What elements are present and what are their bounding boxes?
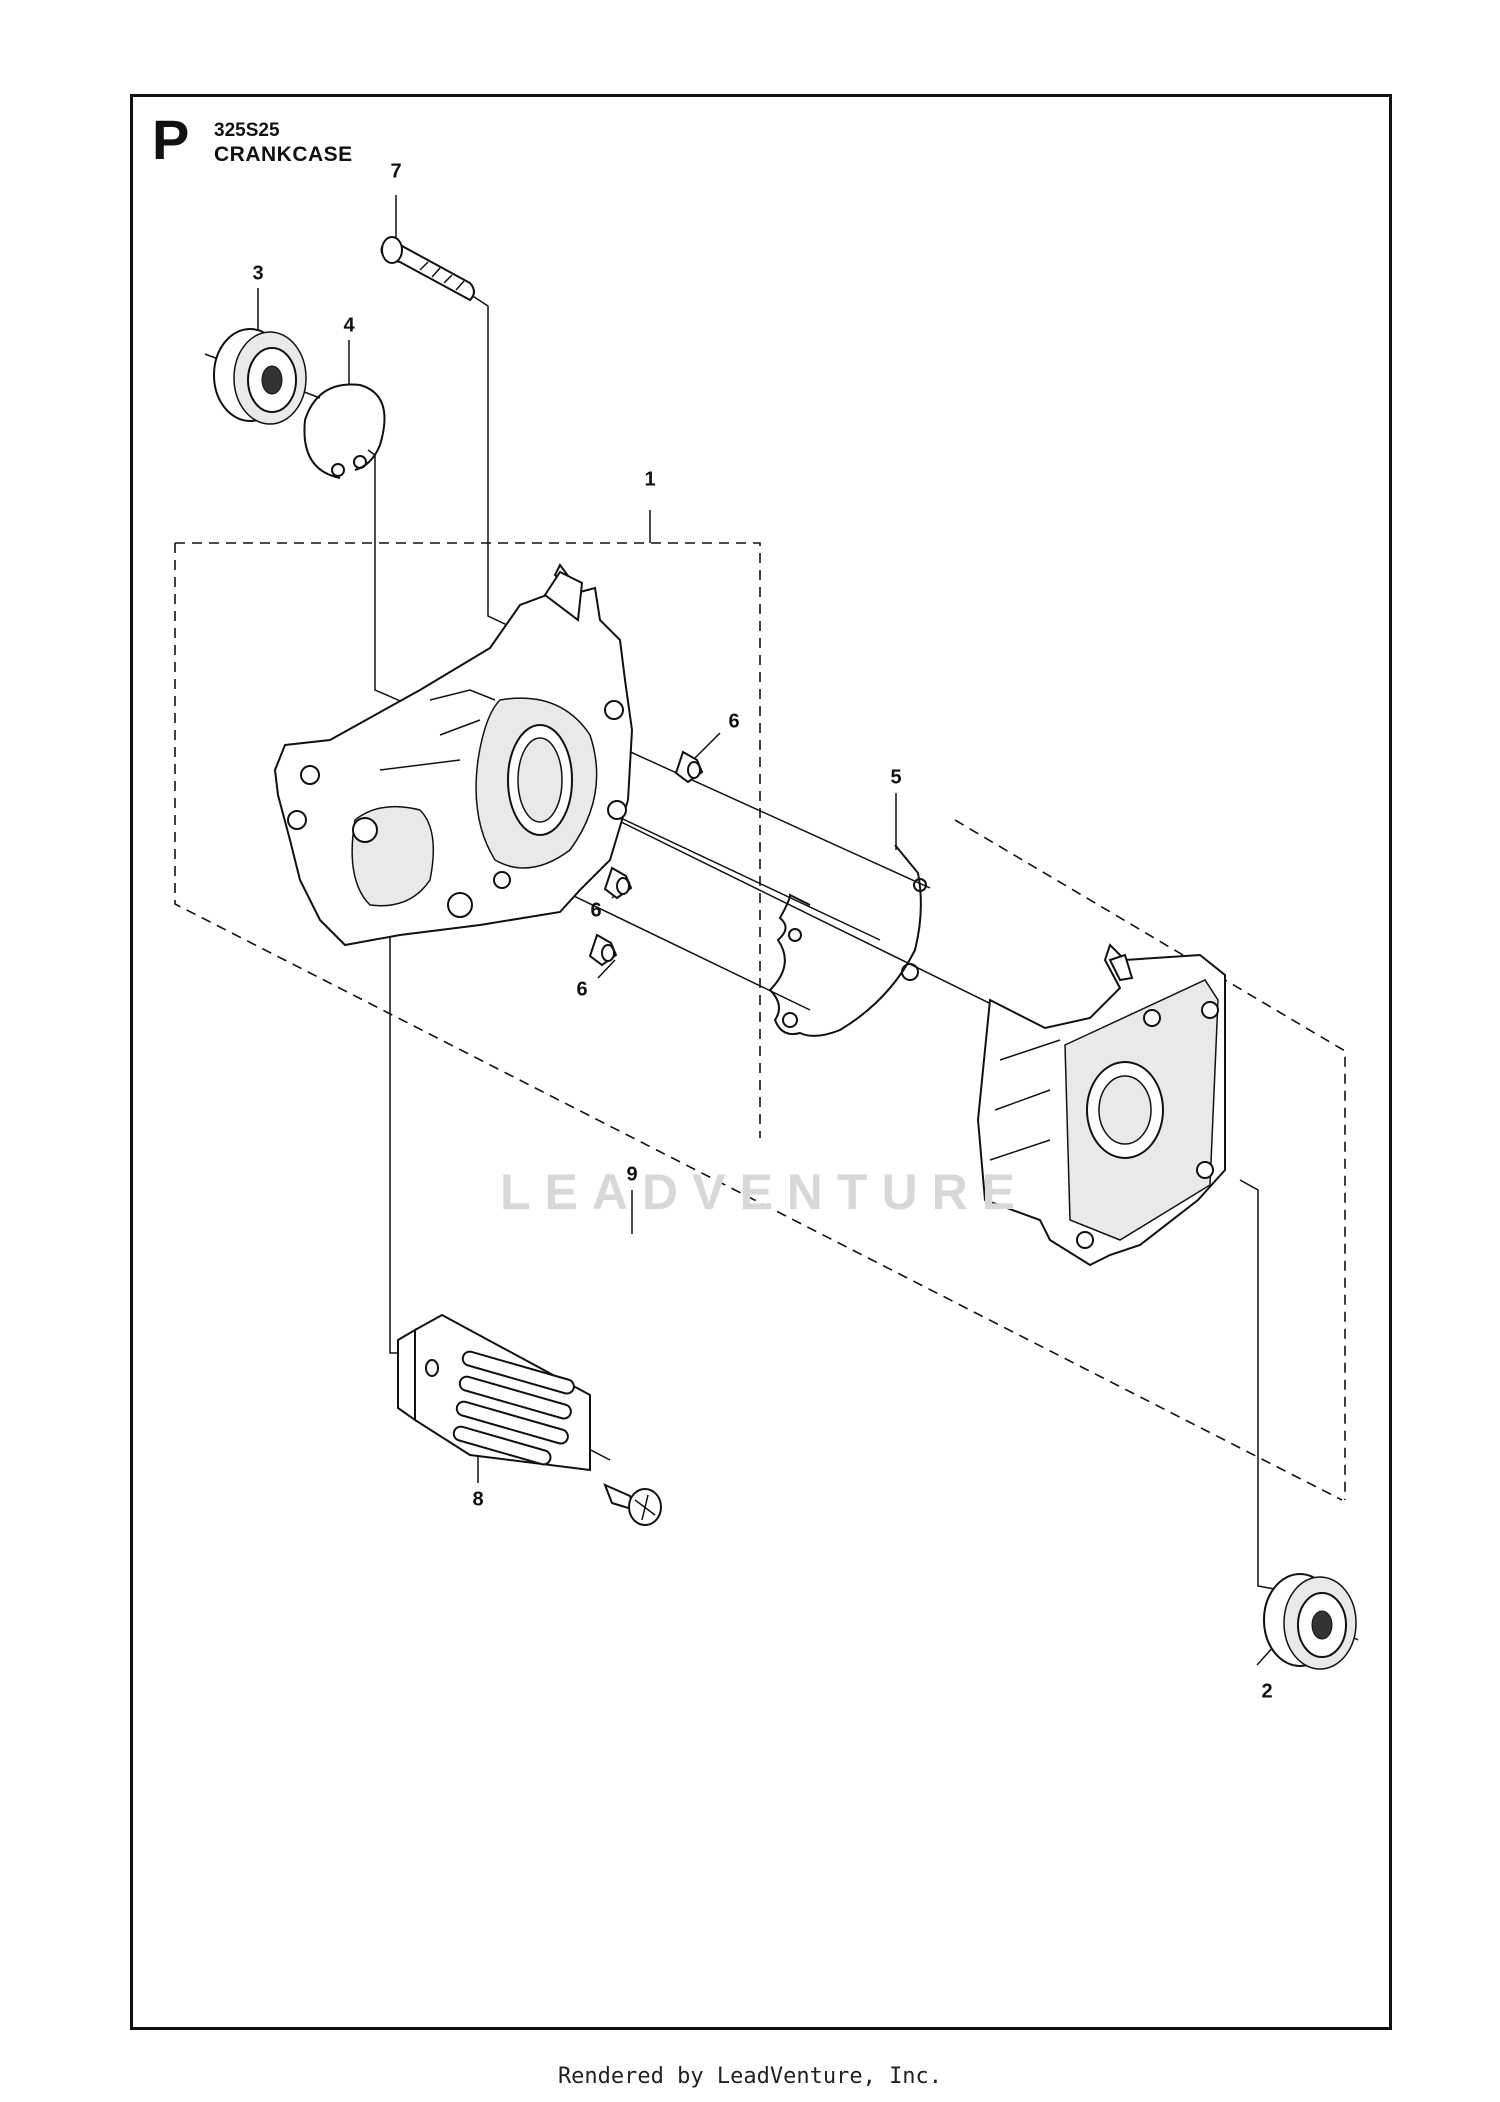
callout-6-bottom[interactable]: 6	[576, 978, 588, 1001]
screw-9-part	[603, 1483, 662, 1526]
callout-7[interactable]: 7	[390, 160, 402, 183]
callout-2[interactable]: 2	[1261, 1680, 1273, 1703]
seal-2-part	[1263, 1573, 1357, 1670]
leader-ring-4	[367, 449, 431, 715]
footer-credit: Rendered by LeadVenture, Inc.	[557, 2064, 943, 2089]
callout-8[interactable]: 8	[472, 1488, 484, 1511]
callout-4[interactable]: 4	[343, 314, 355, 337]
callout-5[interactable]: 5	[890, 766, 902, 789]
heat-shield-8-part	[397, 1313, 591, 1472]
assembly-boundary-right	[954, 819, 1346, 1500]
model-number: 325S25	[214, 120, 280, 141]
callout-6-top[interactable]: 6	[728, 710, 740, 733]
crankcase-half-2-part	[976, 943, 1226, 1267]
pin-6-parts	[588, 750, 704, 967]
section-letter: P	[152, 108, 190, 171]
leader-seal-2	[1239, 1179, 1281, 1591]
callout-1[interactable]: 1	[644, 468, 656, 491]
seal-3-part	[213, 328, 307, 425]
gasket-5-part	[768, 844, 927, 1037]
callout-9[interactable]: 9	[626, 1163, 638, 1186]
watermark-text: LEADVENTURE	[500, 1164, 1030, 1220]
diagram-title: CRANKCASE	[214, 143, 353, 166]
circlip-4-part	[303, 383, 386, 479]
bolt-7-part	[380, 236, 475, 302]
callout-3[interactable]: 3	[252, 262, 264, 285]
diagram-frame	[130, 94, 1392, 2030]
callout-6-middle[interactable]: 6	[590, 899, 602, 922]
crankcase-half-1-part	[273, 563, 634, 947]
assembly-boundary-left	[174, 542, 1343, 1501]
leader-shield-8	[389, 920, 415, 1354]
